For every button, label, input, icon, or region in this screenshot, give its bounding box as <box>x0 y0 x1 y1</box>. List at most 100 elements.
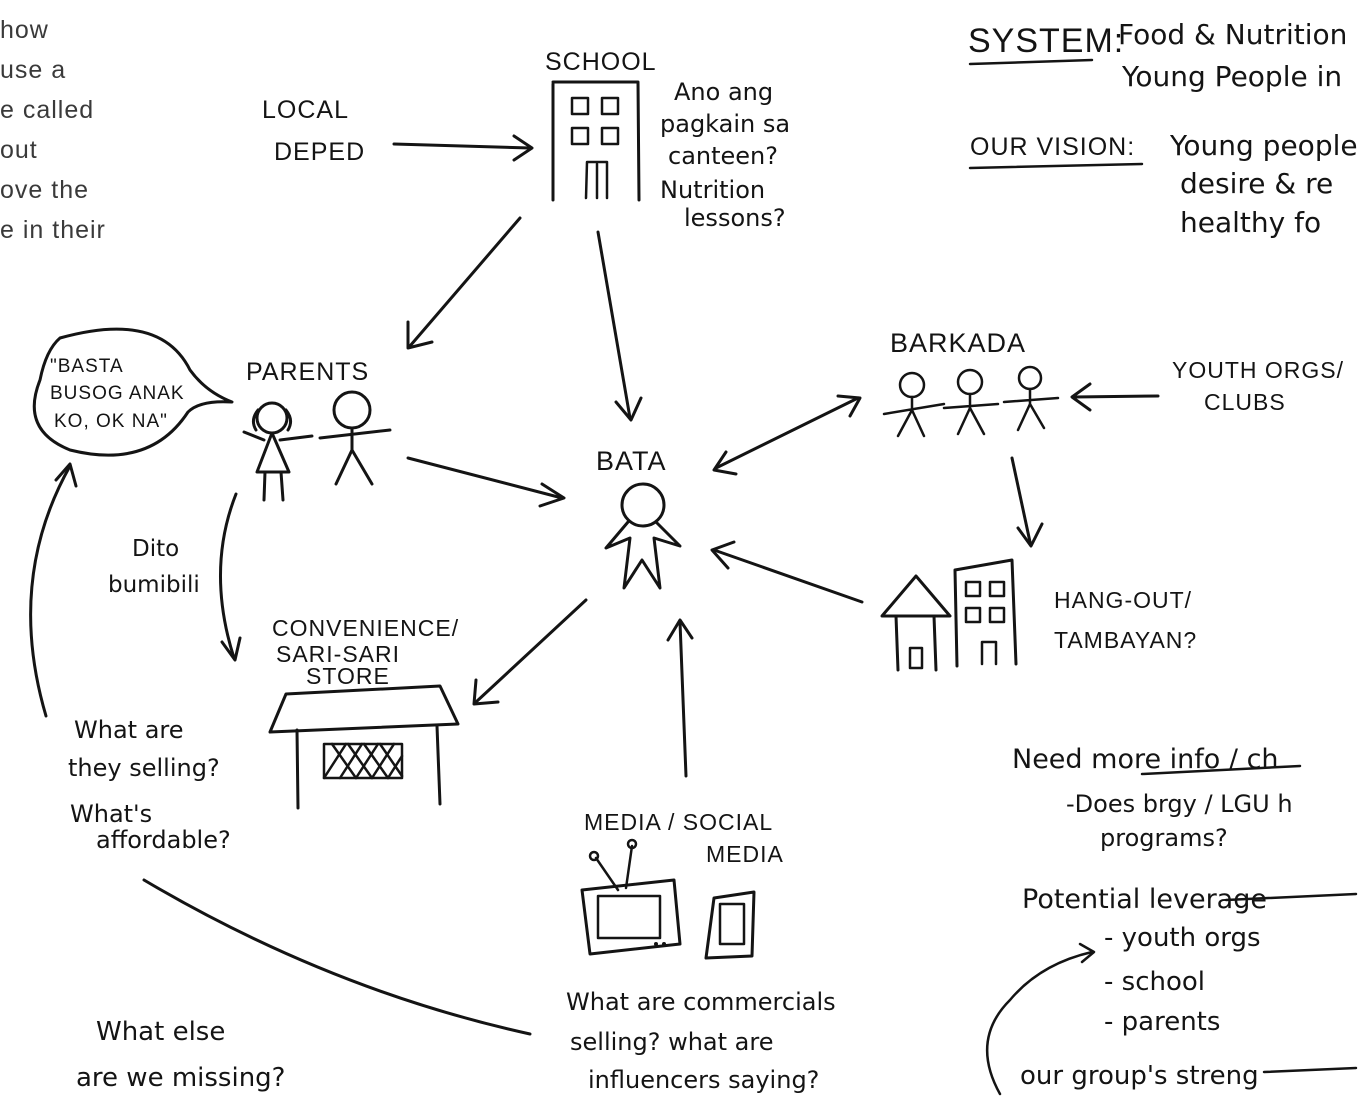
connector-arrows <box>29 134 1160 1036</box>
media-note-line-1: What are commercials <box>566 988 836 1016</box>
bata-label: BATA <box>596 446 667 476</box>
dito-bumibili-note: Dito bumibili <box>108 536 200 598</box>
bubble-line-2: BUSOG ANAK <box>50 383 185 404</box>
arrow-youth-to-barkada <box>1070 382 1160 412</box>
leverage-item-3: - parents <box>1104 1007 1220 1037</box>
missing-question-note: What else are we missing? <box>76 1017 286 1093</box>
strengths-line: our group's streng <box>1020 1061 1259 1091</box>
intro-line-1: how <box>0 16 49 44</box>
media-line-2: MEDIA <box>706 841 784 867</box>
vision-line-1: Young people <box>1169 129 1358 162</box>
system-text-line-1: Food & Nutrition <box>1118 18 1347 51</box>
arrow-hangout-to-bata <box>710 540 864 604</box>
school-node: SCHOOL Ano ang pagkain sa canteen? Nutri… <box>545 48 790 232</box>
local-deped-line-1: LOCAL <box>262 96 349 124</box>
system-underline <box>968 58 1094 66</box>
local-deped-line-2: DEPED <box>274 138 365 166</box>
media-question-note: What are commercials selling? what are i… <box>566 988 836 1094</box>
system-text-line-2: Young People in <box>1121 60 1342 93</box>
vision-label: OUR VISION: <box>970 133 1135 161</box>
hangout-line-1: HANG-OUT/ <box>1054 587 1192 613</box>
arrow-bata-barkada-both <box>712 394 862 476</box>
store-note-line-3: What's <box>70 800 152 828</box>
houses-icon <box>880 558 1018 672</box>
dito-line-1: Dito <box>132 536 179 562</box>
local-deped-node: LOCAL DEPED <box>262 96 365 166</box>
arrow-media-to-bata <box>666 618 694 778</box>
arrow-bata-to-store <box>472 598 588 706</box>
store-line-3: STORE <box>306 663 390 689</box>
hangout-node: HANG-OUT/ TAMBAYAN? <box>880 558 1197 672</box>
school-building-icon <box>551 80 641 202</box>
friends-group-icon <box>882 365 1060 438</box>
intro-line-4: out <box>0 136 38 164</box>
vision-underline <box>968 162 1144 170</box>
leverage-item-2: - school <box>1104 967 1205 997</box>
tv-icon <box>580 838 682 956</box>
arrow-parents-to-store <box>219 492 242 662</box>
parents-speech-bubble: "BASTA BUSOG ANAK KO, OK NA" <box>32 327 234 457</box>
missing-line-2: are we missing? <box>76 1063 286 1093</box>
parents-label: PARENTS <box>246 358 369 386</box>
store-note-line-4: affordable? <box>96 826 231 854</box>
school-note-line-5: lessons? <box>684 204 786 232</box>
line-store-to-media <box>142 878 532 1036</box>
leverage-item-1: - youth orgs <box>1104 923 1261 953</box>
school-question-note: Ano ang pagkain sa canteen? Nutrition le… <box>660 78 790 232</box>
arrow-school-to-parents <box>406 216 522 350</box>
missing-line-1: What else <box>96 1017 225 1047</box>
intro-line-5: ove the <box>0 176 89 204</box>
arrow-barkada-to-hangout <box>1010 456 1044 548</box>
intro-line-6: e in their <box>0 216 106 244</box>
media-line-1: MEDIA / SOCIAL <box>584 809 773 835</box>
hangout-line-2: TAMBAYAN? <box>1054 627 1197 653</box>
store-building-icon <box>268 684 460 810</box>
arrow-school-to-bata <box>596 230 643 422</box>
school-note-line-3: canteen? <box>668 142 778 170</box>
store-note-line-1: What are <box>74 716 184 744</box>
media-note-line-2: selling? what are <box>570 1028 773 1056</box>
leverage-curve-arrow <box>985 942 1096 1096</box>
store-line-1: CONVENIENCE/ <box>272 615 459 641</box>
youth-orgs-node: YOUTH ORGS/ CLUBS <box>1172 357 1344 415</box>
system-heading: SYSTEM: Food & Nutrition Young People in <box>968 18 1347 93</box>
youth-orgs-line-2: CLUBS <box>1204 389 1286 415</box>
need-info-underline <box>1140 764 1302 776</box>
sidebar-notes: Need more info / ch -Does brgy / LGU h p… <box>985 744 1358 1096</box>
need-info-sub-1: -Does brgy / LGU h <box>1066 790 1293 818</box>
intro-line-2: use a <box>0 56 66 84</box>
parents-node: PARENTS "BASTA BUSOG ANAK KO, OK NA" Dit… <box>32 327 392 598</box>
media-note-line-3: influencers saying? <box>588 1066 819 1094</box>
school-note-line-2: pagkain sa <box>660 110 790 138</box>
strengths-underline <box>1262 1066 1358 1074</box>
school-note-line-1: Ano ang <box>674 78 773 106</box>
bata-node: BATA <box>596 446 682 590</box>
need-info-sub-2: programs? <box>1100 824 1228 852</box>
bubble-line-1: "BASTA <box>50 356 124 377</box>
vision-line-2: desire & re <box>1180 167 1333 200</box>
store-node: CONVENIENCE/ SARI-SARI STORE What are th… <box>68 615 460 854</box>
arrow-store-to-bubble <box>29 462 78 718</box>
store-question-note: What are they selling? What's affordable… <box>68 716 231 854</box>
intro-text: how use a e called out ove the e in thei… <box>0 16 106 244</box>
child-figure-icon <box>604 482 682 590</box>
leverage-underline <box>1224 892 1358 902</box>
vision-line-3: healthy fo <box>1180 206 1321 239</box>
barkada-node: BARKADA <box>882 328 1060 438</box>
vision-heading: OUR VISION: Young people desire & re hea… <box>968 129 1358 239</box>
phone-icon <box>704 890 756 960</box>
arrow-deped-to-school <box>392 134 534 162</box>
bubble-line-3: KO, OK NA" <box>54 411 168 432</box>
youth-orgs-line-1: YOUTH ORGS/ <box>1172 357 1344 383</box>
store-line-2: SARI-SARI <box>276 641 400 667</box>
school-label: SCHOOL <box>545 48 657 76</box>
school-note-line-4: Nutrition <box>660 176 765 204</box>
media-node: MEDIA / SOCIAL MEDIA What are commercial… <box>566 809 836 1094</box>
parents-figures-icon <box>242 390 392 502</box>
barkada-label: BARKADA <box>890 328 1026 358</box>
system-label: SYSTEM: <box>968 22 1124 60</box>
store-note-line-2: they selling? <box>68 754 220 782</box>
arrow-parents-to-bata <box>406 456 566 508</box>
dito-line-2: bumibili <box>108 572 200 598</box>
